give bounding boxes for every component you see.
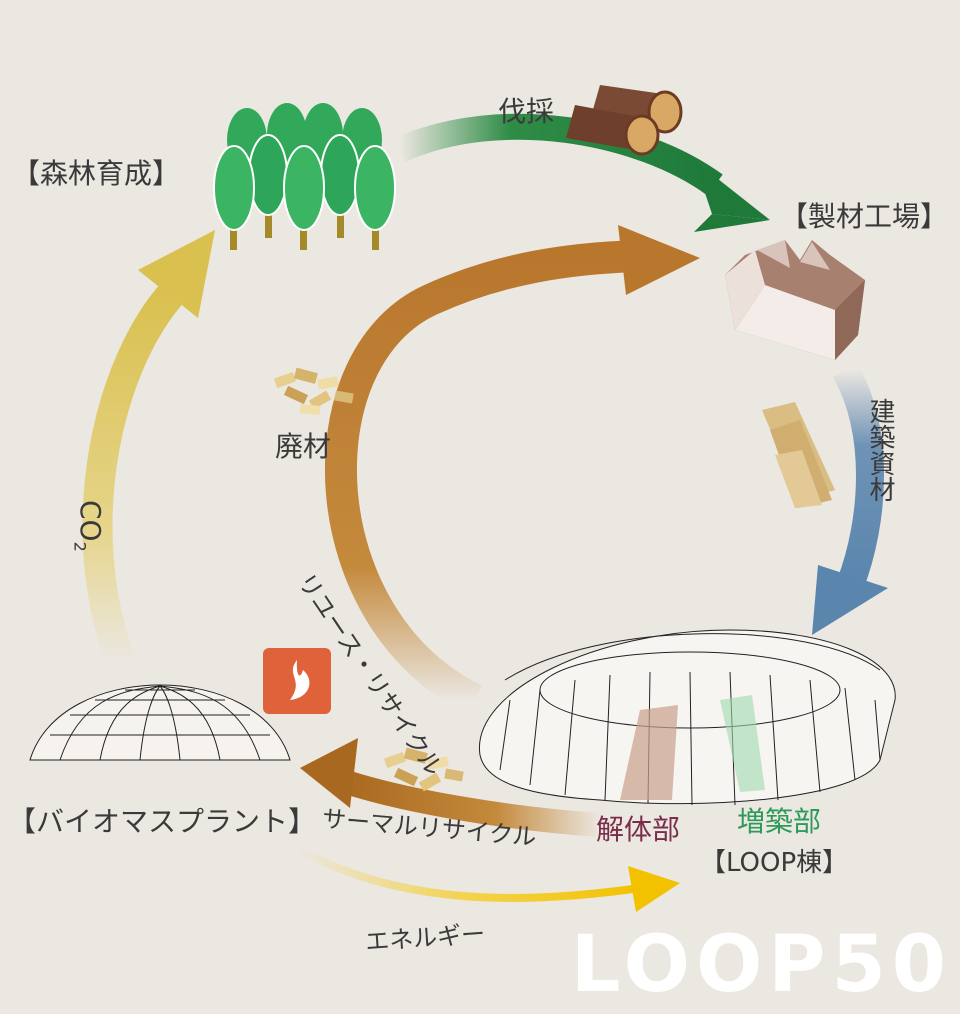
wood-chips-icon — [273, 367, 354, 415]
co2-label: CO2 — [70, 500, 107, 552]
reuse-arrow — [324, 225, 700, 715]
logging-label: 伐採 — [498, 95, 555, 128]
factory-icon — [725, 240, 865, 360]
waste-label: 廃材 — [275, 430, 332, 463]
wood-chips-icon — [383, 747, 464, 792]
sawmill-label: 【製材工場】 — [780, 200, 949, 233]
materials-arrow — [812, 362, 888, 635]
co2-main: CO — [74, 500, 107, 542]
tree-icon — [213, 103, 396, 250]
co2-sub: 2 — [70, 541, 90, 552]
thermal-arrow — [300, 738, 601, 837]
forest-label: 【森林育成】 — [12, 157, 181, 190]
co2-arrow — [82, 230, 215, 666]
materials-label: 建築資材 — [865, 398, 895, 502]
loop-label: 【LOOP棟】 — [700, 848, 849, 878]
log-icon — [566, 85, 683, 156]
logging-arrow — [394, 113, 770, 232]
demolition-label: 解体部 — [596, 813, 681, 846]
ring-building-icon — [479, 629, 896, 806]
dome-icon — [29, 684, 291, 761]
loop50-logo: LOOP50 — [570, 920, 952, 1010]
extension-label: 増築部 — [737, 805, 822, 838]
flame-icon — [263, 648, 331, 714]
lumber-icon — [762, 402, 835, 508]
energy-arrow — [298, 846, 680, 912]
biomass-label: 【バイオマスプラント】 — [8, 805, 317, 838]
